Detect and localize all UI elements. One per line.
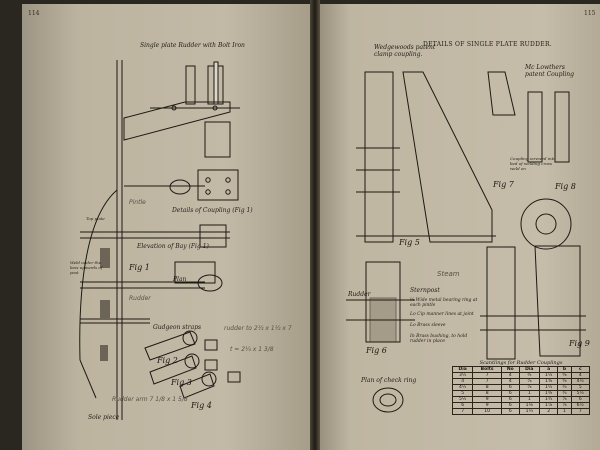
- sternpost-label: Sternpost: [410, 287, 440, 294]
- table-cell: 7: [570, 408, 591, 415]
- table-cell: 7: [451, 408, 474, 415]
- sole-piece-label: Sole piece: [88, 414, 120, 421]
- top-plate-label: Top plate: [86, 216, 105, 221]
- fig-8-label: Fig 8: [555, 182, 576, 191]
- left-page-number: 114: [28, 10, 40, 17]
- rudder-arm-note: Rudder arm 7 1/8 x 1 5/8: [112, 396, 188, 403]
- table-header-row: Dia Bolts No Dia a b c: [451, 366, 591, 373]
- fig-1-label: Fig 1: [129, 263, 150, 272]
- gudgeon-label: Gudgeon straps: [153, 324, 202, 331]
- table-cell: 6: [500, 408, 520, 415]
- table-cell: 10: [472, 408, 502, 415]
- left-caption-top: Single plate Rudder with Bolt Iron: [140, 42, 245, 49]
- pencil-note-1: t = 2¼ x 1 3/8: [230, 346, 274, 353]
- rudder-label: Rudder: [348, 291, 371, 298]
- fig-9-label: Fig 9: [569, 339, 590, 348]
- pencil-note-3: Rudder: [129, 295, 151, 302]
- fig-4-label: Fig 4: [191, 401, 212, 410]
- side-note: Weld under the bow upwards of post: [70, 260, 103, 275]
- plan-label: Plan: [173, 276, 187, 283]
- rudder-note: rudder to 2½ x 1½ x 7: [224, 325, 292, 332]
- wedgewood-caption: Wedgewoods patent clamp coupling.: [374, 44, 436, 58]
- fig-3-label: Fig 3: [171, 378, 192, 387]
- lines-note: Lo Cip manner lines at joint: [410, 312, 474, 317]
- fig-6-label: Fig 6: [366, 346, 387, 355]
- book-gutter: [310, 0, 320, 450]
- right-pencil-note: Steam: [437, 270, 460, 278]
- details-coupling-label: Details of Coupling (Fig 1): [172, 207, 253, 214]
- pencil-note-2: Pintle: [129, 199, 146, 206]
- elevation-label: Elevation of Bay (Fig 1): [137, 243, 209, 250]
- bearing-note: ¼ Wide metal bearing ring at each pintle: [410, 298, 478, 308]
- bushing-note: In Brass bushing, to hold rudder in plac…: [410, 334, 468, 344]
- left-page: [22, 4, 314, 450]
- coupling-note: Coupling screwed into bed of welding cro…: [510, 156, 556, 171]
- table-cell: 1: [557, 408, 572, 415]
- fig-5-label: Fig 5: [399, 238, 420, 247]
- lowther-caption: Mc Lowthers patent Coupling: [525, 64, 575, 78]
- table-cell: 2: [538, 408, 559, 415]
- fig-7-label: Fig 7: [493, 180, 514, 189]
- fig-2-label: Fig 2: [157, 356, 178, 365]
- scantlings-caption: Scantlings for Rudder Couplings: [479, 360, 563, 366]
- table-cell: 1¼: [518, 408, 540, 415]
- right-page-number: 115: [584, 10, 596, 17]
- check-ring-label: Plan of check ring: [361, 377, 417, 384]
- scantlings-table-wrap: Scantlings for Rudder Couplings Dia Bolt…: [451, 360, 591, 415]
- brass-sleeve-note: Lo Brass sleeve: [410, 323, 446, 328]
- right-page-title: DETAILS OF SINGLE PLATE RUDDER.: [423, 41, 552, 48]
